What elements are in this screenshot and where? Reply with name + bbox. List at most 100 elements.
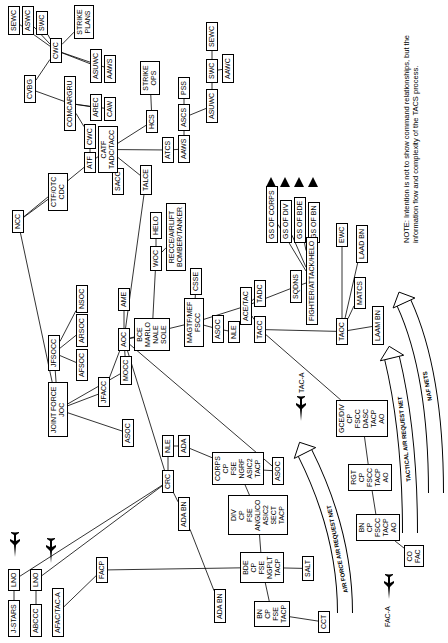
- process-box: JFSOCC: [48, 335, 60, 371]
- box-label: FSCC: [194, 302, 202, 343]
- process-box: SEWC: [8, 6, 20, 35]
- box-label: SEWC: [10, 10, 18, 31]
- box-label: GS OF BN: [310, 206, 318, 239]
- box-label: AO: [382, 468, 390, 487]
- box-label: CSSE: [192, 272, 200, 291]
- box-label: FSE: [272, 605, 280, 623]
- box-label: NGRF: [238, 456, 246, 481]
- box-label: JOC: [58, 386, 66, 433]
- process-box: ASWC: [22, 6, 34, 35]
- box-label: MATCS: [356, 281, 364, 305]
- process-box: AAWC: [222, 54, 234, 83]
- aircraft-label: FAC-A: [384, 606, 392, 627]
- box-label: TADC: [256, 284, 264, 303]
- connector: [36, 59, 50, 80]
- connector: [290, 617, 318, 621]
- box-label: CATF: [100, 130, 108, 169]
- process-box: ASOC: [272, 457, 284, 485]
- box-label: CCT: [320, 615, 328, 629]
- connector: [284, 567, 302, 568]
- process-box: CAW: [104, 97, 116, 121]
- box-label: TACP: [254, 456, 262, 481]
- box-label: CORPS: [214, 456, 222, 481]
- box-label: CP: [222, 456, 230, 481]
- aircraft-label: TAC-A: [298, 373, 306, 393]
- connector: [68, 394, 98, 405]
- box-label: BCE: [136, 322, 144, 347]
- connector: [153, 271, 155, 318]
- connector: [62, 32, 74, 44]
- process-box: SALT: [302, 556, 314, 581]
- box-label: CWC: [52, 42, 60, 59]
- process-box: CVBG: [24, 75, 36, 103]
- connector: [62, 53, 90, 64]
- box-label: SACC: [114, 172, 122, 191]
- box-label: FACP: [98, 561, 106, 579]
- process-box: TACC: [254, 316, 266, 343]
- box-label: AAWC: [224, 58, 232, 79]
- connector: [55, 371, 57, 382]
- box-label: DIV: [230, 499, 238, 531]
- box-label: ATF: [86, 156, 94, 169]
- connector: [365, 437, 369, 464]
- connector: [60, 311, 76, 342]
- box-label: FIGHTER/ATTACK/HELO: [308, 241, 316, 321]
- process-box: ASCS: [178, 104, 190, 131]
- process-box: MATCS: [354, 277, 366, 309]
- process-box: LNO: [30, 569, 42, 591]
- connector: [150, 95, 152, 110]
- box-label: TADC/TACC: [108, 130, 116, 169]
- box-label: BOMBER/TANKER: [176, 207, 184, 267]
- connector: [20, 485, 162, 576]
- box-label: ABCCC: [32, 608, 40, 633]
- connector: [168, 457, 169, 470]
- box-label: ACE/TAC: [242, 291, 250, 321]
- box-label: ASOC: [214, 319, 222, 339]
- box-label: PSS: [180, 81, 188, 95]
- connector: [118, 125, 146, 143]
- connector: [245, 485, 249, 495]
- connector: [36, 91, 64, 101]
- process-box: BNCPFSETACP: [254, 601, 290, 627]
- process-box: COMCARGRU: [64, 76, 76, 131]
- box-label: CP: [366, 518, 374, 537]
- process-box: CWC: [50, 38, 62, 63]
- box-label: JFACC: [100, 381, 108, 403]
- process-box: JFACC: [98, 377, 110, 407]
- process-box: GS OF BDE: [294, 197, 306, 243]
- box-label: SOLE: [160, 322, 168, 347]
- process-box: FIGHTER/ATTACK/HELO: [306, 237, 318, 325]
- box-label: CWC: [86, 128, 94, 145]
- process-box: SWC: [206, 59, 218, 83]
- box-label: JFSOCC: [50, 339, 58, 367]
- process-box: RECCE/AIRLIFTBOMBER/TANKER: [166, 203, 186, 271]
- connector: [24, 199, 48, 217]
- box-label: MOCC: [122, 360, 130, 381]
- box-label: CP: [238, 499, 246, 531]
- box-label: NCC: [14, 214, 22, 229]
- box-label: NSOC: [78, 289, 86, 309]
- box-label: ASUWC: [208, 93, 216, 119]
- process-box: GS OF DIV: [280, 200, 292, 243]
- process-box: AAWS: [178, 135, 190, 163]
- box-label: ASIC2: [246, 456, 254, 481]
- box-label: FSCC: [354, 404, 362, 433]
- box-label: AAWS: [106, 59, 114, 79]
- process-box: ADA BN: [178, 497, 190, 531]
- process-box: ASUWC: [206, 89, 218, 123]
- box-label: AAWS: [180, 139, 188, 159]
- connector: [76, 113, 84, 126]
- box-label: ARSOC: [78, 318, 86, 343]
- process-box: ARSOC: [76, 314, 88, 347]
- process-box: BCEMARLONALESOLE: [134, 318, 170, 351]
- connector: [260, 535, 261, 552]
- box-label: MARLO: [144, 322, 152, 347]
- box-label: AFAC/TAC-A: [54, 592, 62, 633]
- box-label: JOINT FORCE: [50, 386, 58, 433]
- box-label: CP: [346, 404, 354, 433]
- box-label: ASUWC: [92, 53, 100, 79]
- box-label: RGT: [350, 468, 358, 487]
- process-box: CCT: [318, 611, 330, 633]
- process-box: LNO: [8, 569, 20, 591]
